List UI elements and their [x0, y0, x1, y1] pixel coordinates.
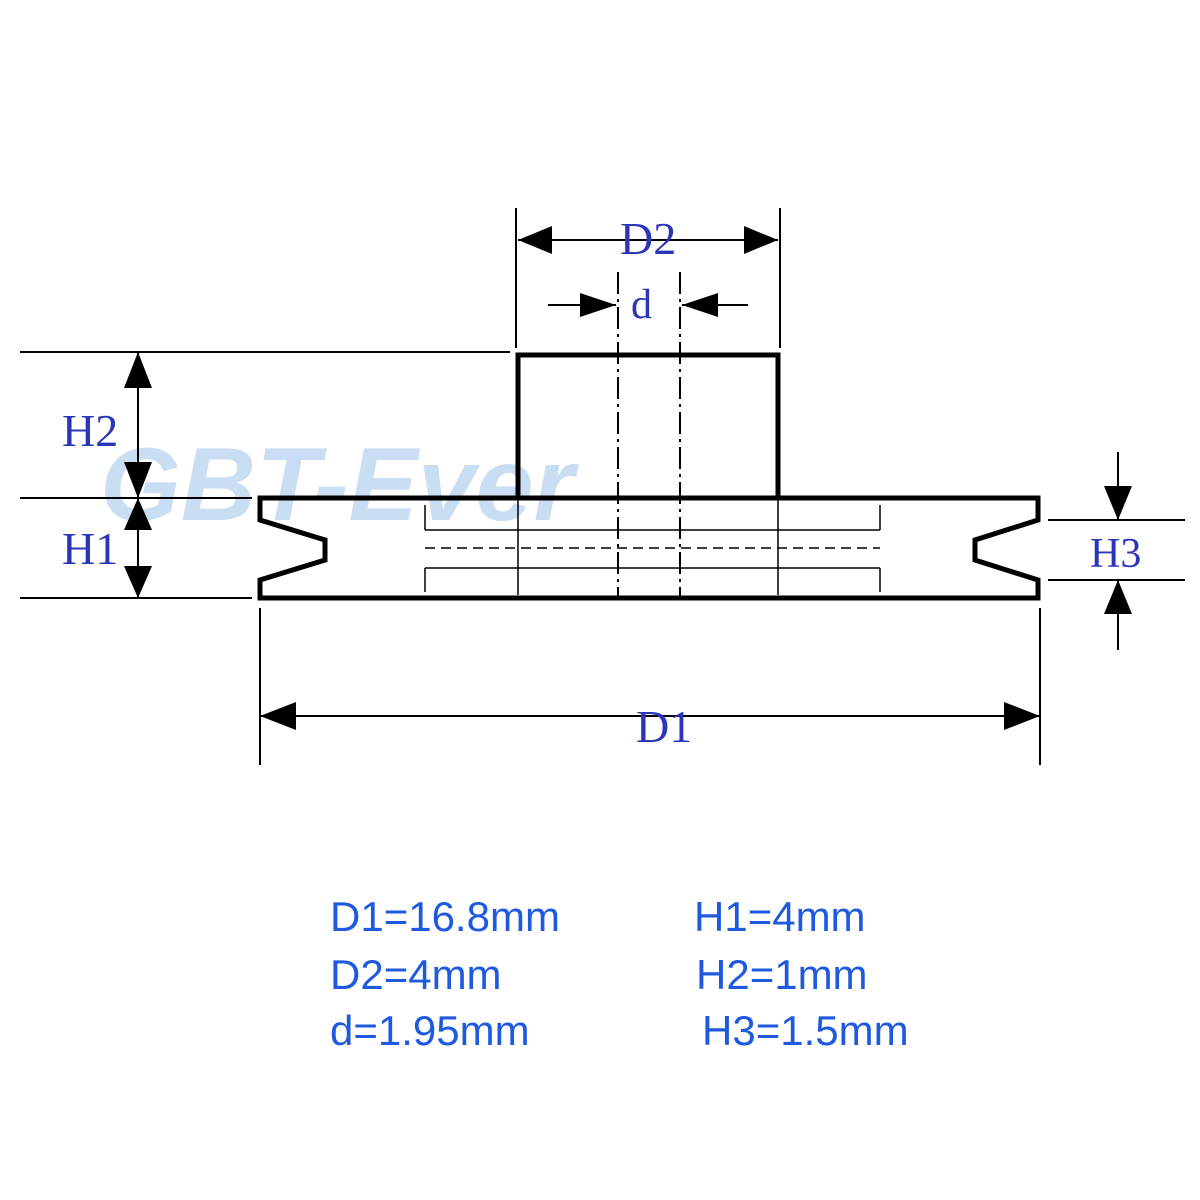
spec-H1: H1=4mm: [694, 893, 866, 940]
watermark-text: GBT-Ever: [100, 427, 579, 543]
spec-D1: D1=16.8mm: [330, 893, 560, 940]
spec-d: d=1.95mm: [330, 1007, 530, 1054]
dimension-d: d: [548, 282, 748, 328]
dimension-H2: H2: [62, 352, 152, 498]
spec-D2: D2=4mm: [330, 951, 502, 998]
pulley-body-outline: [257, 495, 1041, 601]
spec-H2: H2=1mm: [696, 951, 868, 998]
label-H1: H1: [62, 523, 118, 574]
dimension-D2: D2: [518, 213, 778, 264]
extension-lines: [20, 208, 1185, 765]
label-H3: H3: [1090, 531, 1141, 577]
spec-values: D1=16.8mm D2=4mm d=1.95mm H1=4mm H2=1mm …: [330, 890, 1030, 1070]
dimension-H3: H3: [1090, 452, 1141, 650]
label-D1: D1: [636, 701, 692, 752]
label-D2: D2: [620, 213, 676, 264]
body-hidden-lines: [424, 500, 881, 595]
dimension-H1: H1: [62, 498, 152, 598]
dimension-D1: D1: [260, 701, 1040, 752]
label-H2: H2: [62, 405, 118, 456]
spec-H3: H3=1.5mm: [702, 1007, 909, 1054]
bore-dashed-lines: [617, 272, 681, 600]
label-d: d: [631, 282, 652, 328]
hub-outline: [515, 352, 781, 498]
